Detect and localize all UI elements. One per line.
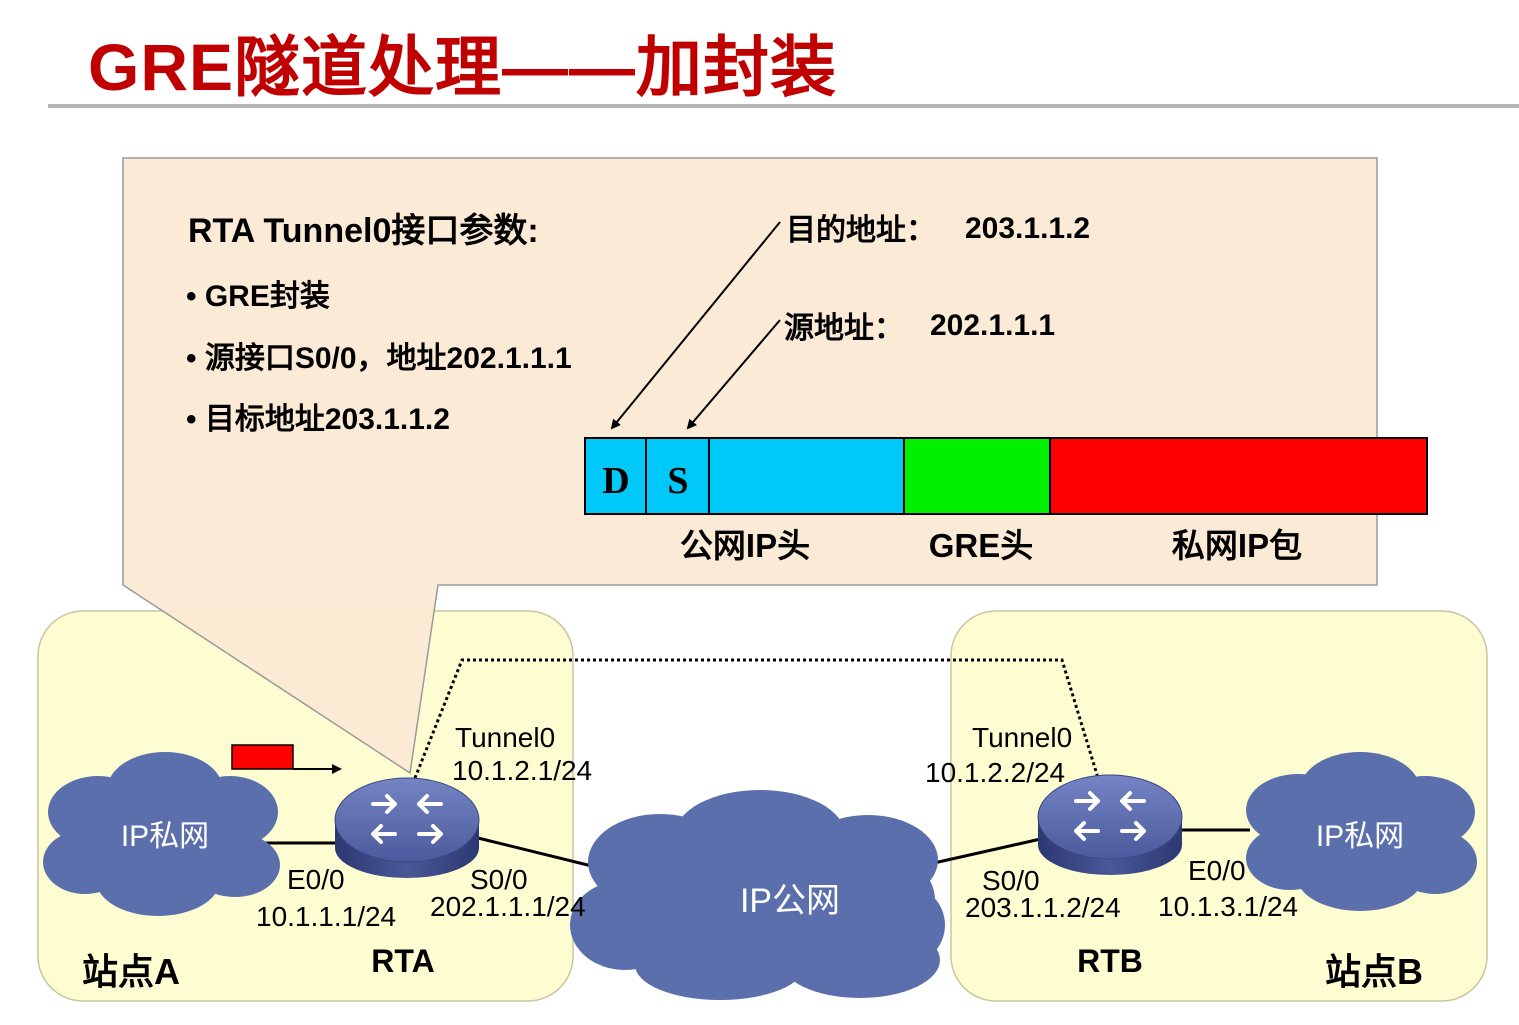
gre-header-label: GRE头 (929, 527, 1034, 564)
dest-addr-label: 目的地址： (786, 214, 936, 247)
rta-s-ip: 202.1.1.1/24 (430, 891, 586, 922)
gre-header-field (903, 437, 1051, 515)
src-addr-label: 源地址： (784, 312, 904, 345)
private-cloud-b-label: IP私网 (1316, 820, 1404, 853)
src-field-label: S (667, 460, 688, 502)
rta-router-label: RTA (371, 943, 434, 979)
dest-addr-value: 203.1.1.2 (965, 212, 1090, 245)
rta-e-ip: 10.1.1.1/24 (256, 901, 396, 932)
packet-structure: D S (584, 437, 1428, 515)
rtb-router-label: RTB (1077, 943, 1143, 979)
page-title: GRE隧道处理——加封装 (88, 30, 838, 104)
src-addr-arrow (686, 319, 781, 430)
src-field (645, 437, 710, 515)
dest-addr-arrow (610, 221, 781, 430)
rta-tunnel-ip: 10.1.2.1/24 (452, 755, 592, 786)
public-ip-header-label: 公网IP头 (680, 527, 810, 564)
public-cloud-label: IP公网 (740, 882, 840, 920)
rta-tunnel-if: Tunnel0 (455, 722, 555, 753)
param-bullet-1: • GRE封装 (186, 280, 330, 313)
rtb-tunnel-ip: 10.1.2.2/24 (925, 757, 1065, 788)
router-rta-icon (334, 777, 480, 878)
private-ip-packet-field (1049, 437, 1428, 515)
rtb-e-ip: 10.1.3.1/24 (1158, 891, 1298, 922)
rtb-e-if: E0/0 (1188, 855, 1246, 886)
rta-e-if: E0/0 (287, 864, 345, 895)
link-public-rtb (924, 836, 1046, 867)
public-cloud (570, 790, 945, 1000)
private-cloud-b (1246, 752, 1477, 911)
rtb-s-if: S0/0 (982, 865, 1040, 896)
private-cloud-a-label: IP私网 (121, 820, 209, 853)
gre-tunnel-path (413, 658, 1100, 779)
rtb-s-ip: 203.1.1.2/24 (965, 892, 1121, 923)
dest-field (584, 437, 647, 515)
public-ip-header-field (708, 437, 905, 515)
link-rta-public (477, 836, 601, 870)
rta-s-if: S0/0 (470, 864, 528, 895)
param-bullet-3: • 目标地址203.1.1.2 (186, 403, 450, 436)
private-ip-packet-label: 私网IP包 (1172, 527, 1302, 564)
packet-icon (231, 744, 294, 770)
site-a-label: 站点A (82, 951, 180, 992)
private-cloud-a (43, 752, 280, 916)
dest-field-label: D (602, 460, 629, 502)
src-addr-value: 202.1.1.1 (930, 309, 1055, 342)
site-b-label: 站点B (1325, 951, 1423, 992)
title-divider (48, 104, 1519, 108)
router-rtb-icon (1037, 774, 1183, 875)
params-heading: RTA Tunnel0接口参数: (188, 212, 539, 250)
param-bullet-2: • 源接口S0/0，地址202.1.1.1 (186, 342, 572, 375)
rtb-tunnel-if: Tunnel0 (972, 722, 1072, 753)
